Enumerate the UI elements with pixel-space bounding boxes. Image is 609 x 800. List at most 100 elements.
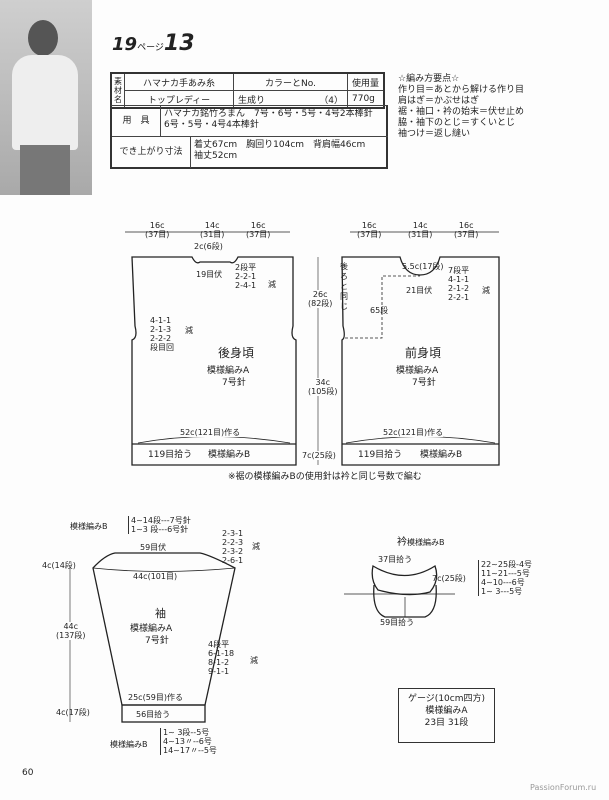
sleeve-top-rib-label: 模様編みB	[70, 522, 108, 531]
dec-step: 7段平	[448, 266, 470, 275]
tools-line: ハマナカ銘竹ろまん 7号・6号・5号・4号2本棒針	[164, 109, 373, 119]
sleeve-pattern: 模様編みA	[130, 624, 173, 634]
dec-step: 8-1-2	[208, 658, 230, 667]
rows: (105段)	[308, 387, 338, 396]
front-body-title: 前身頃	[405, 346, 442, 360]
front-cast-on: 52c(121目)作る	[383, 428, 444, 437]
back-width-right: 16c(37目)	[246, 221, 270, 239]
pattern-number: 13	[163, 31, 195, 56]
front-rows-65: 65段	[370, 306, 389, 315]
dec-step: 2-4-1	[235, 281, 257, 290]
dec-step: 2-3-2	[222, 547, 244, 556]
sleeve-title: 袖	[155, 607, 166, 620]
sleeve-width: 44c(101目)	[133, 572, 178, 581]
rib-step: 1~3 段---6号針	[131, 525, 189, 534]
dec-step: 2-6-1	[222, 556, 244, 565]
dec-step: 2-2-3	[222, 538, 244, 547]
dec-step: 段目回	[150, 343, 174, 352]
back-width-mid: 14c(31目)	[200, 221, 224, 239]
rib-step: 22~25段-4号	[481, 560, 533, 569]
model-photo	[0, 0, 92, 195]
page-word: ページ	[137, 43, 164, 53]
decrease-label: 減	[185, 326, 193, 335]
stitch-count: (31目)	[408, 230, 433, 239]
dimension: 16c	[458, 221, 474, 230]
decrease-label: 減	[250, 656, 258, 665]
decrease-label: 減	[252, 542, 260, 551]
back-neck-depth: 2c(6段)	[194, 242, 223, 251]
stitch-count: (37目)	[454, 230, 479, 239]
front-width-left: 16c(37目)	[357, 221, 381, 239]
dec-step: 2-3-1	[222, 529, 244, 538]
lower-height: 34c(105段)	[308, 378, 338, 396]
dimension: 14c	[412, 221, 428, 230]
dec-step: 4段平	[208, 640, 230, 649]
stitch-count: (31目)	[200, 230, 225, 239]
note-item: 脇・袖下のとじ＝すくいとじ	[398, 118, 516, 128]
back-width-left: 16c(37目)	[145, 221, 169, 239]
back-body-outline	[131, 256, 297, 466]
gauge-value: 23目 31段	[424, 718, 469, 728]
back-pickup: 119目拾う	[148, 450, 193, 460]
cuff-rib-label: 模様編みB	[110, 740, 148, 749]
sleeve-cast-on: 25c(59目)作る	[128, 693, 183, 702]
gauge-pattern: 模様編みA	[425, 706, 468, 716]
front-pattern: 模様編みA	[396, 366, 439, 376]
page-number: 60	[22, 768, 34, 778]
size-line: 袖丈52cm	[194, 151, 238, 161]
collar-name: 衿	[397, 537, 407, 548]
sleeve-cap-height: 4c(14段)	[42, 561, 76, 570]
yarn-amount: 770g	[347, 90, 385, 108]
front-neck-depth: 5.5c(17段)	[402, 262, 444, 271]
dec-step: 4-1-1	[448, 275, 470, 284]
dimension: 16c	[250, 221, 266, 230]
front-pickup: 119目拾う	[358, 450, 403, 460]
dec-step: 2-2-1	[235, 272, 257, 281]
yarn-color: 生成り	[233, 90, 294, 108]
back-neck-bind: 19目伏	[196, 270, 223, 279]
stitch-count: (37目)	[145, 230, 170, 239]
materials-table: 素材名ハマナカ手あみ糸カラーとNo.使用量 トップレディー生成り（4）770g	[110, 72, 386, 109]
front-neck-bind: 21目伏	[406, 286, 433, 295]
note-item: 作り目＝あとから解ける作り目	[398, 85, 525, 95]
dec-step: 2-1-3	[150, 325, 172, 334]
yarn-name: トップレディー	[124, 90, 234, 108]
dec-step: 2-1-2	[448, 284, 470, 293]
dimension: 34c	[315, 378, 331, 387]
size-line: 着丈67cm 胸回り104cm 背肩幅46cm	[194, 140, 366, 150]
tools-line: 6号・5号・4号4本棒針	[164, 120, 259, 130]
back-needle: 7号針	[222, 378, 246, 388]
cuff-height: 4c(17段)	[56, 708, 90, 717]
dec-step: 2段平	[235, 263, 257, 272]
collar-pickup-bottom: 59目拾う	[380, 618, 415, 627]
back-pattern: 模様編みA	[207, 366, 250, 376]
front-width-mid: 14c(31目)	[408, 221, 432, 239]
same-as-back-note: 後ろと同じ	[340, 262, 348, 311]
front-needle: 7号針	[412, 378, 436, 388]
rib-step: 1~ 3---5号	[481, 587, 523, 596]
collar-outline	[371, 564, 438, 596]
body-note: ※裾の模様編みBの使用針は衿と同じ号数で編む	[228, 472, 422, 482]
sleeve-bind: 59目伏	[140, 543, 167, 552]
dimension: 14c	[204, 221, 220, 230]
note-item: 肩はぎ＝かぶせはぎ	[398, 96, 480, 106]
page-ref-number: 19	[112, 34, 138, 55]
collar-pattern: 模様編みB	[407, 538, 445, 547]
decrease-label: 減	[482, 286, 490, 295]
dec-step: 2-2-2	[150, 334, 172, 343]
back-rib-pattern: 模様編みB	[208, 450, 251, 460]
rib-step: 4~14段---7号針	[131, 516, 191, 525]
note-item: 袖つけ＝返し縫い	[398, 129, 471, 139]
back-body-title: 後身頃	[218, 346, 255, 360]
gauge-title: ゲージ(10cm四方)	[407, 694, 485, 704]
